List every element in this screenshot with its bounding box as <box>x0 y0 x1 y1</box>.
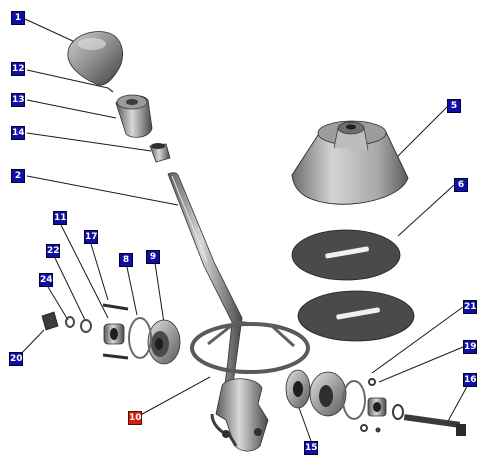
leader-19 <box>378 346 464 383</box>
gasket-upper <box>291 229 401 281</box>
leader-5 <box>395 106 448 159</box>
callout-22[interactable]: 22 <box>46 244 60 258</box>
callout-20[interactable]: 20 <box>9 352 23 366</box>
leader-10 <box>134 376 211 419</box>
right-bolt-16 <box>403 414 466 436</box>
gasket-lower <box>297 290 415 342</box>
callout-21[interactable]: 21 <box>463 300 477 314</box>
leader-15 <box>297 404 312 442</box>
left-seal-ring <box>128 317 152 359</box>
callout-11[interactable]: 11 <box>53 211 67 225</box>
leader-16 <box>446 380 471 424</box>
leader-8 <box>126 266 138 316</box>
callout-12[interactable]: 12 <box>11 62 25 76</box>
leader-11 <box>60 224 109 319</box>
right-bushing <box>367 397 387 417</box>
callout-9[interactable]: 9 <box>146 250 160 264</box>
left-cap-nut <box>41 311 59 331</box>
lower-housing <box>190 320 310 452</box>
callout-5[interactable]: 5 <box>447 99 461 113</box>
callout-8[interactable]: 8 <box>119 253 133 267</box>
leader-9 <box>154 262 165 324</box>
leader-1 <box>24 18 76 43</box>
leader-21 <box>371 306 464 374</box>
leader-6 <box>397 184 455 237</box>
callout-13[interactable]: 13 <box>11 93 25 107</box>
pin-part <box>107 87 114 93</box>
callout-15[interactable]: 15 <box>304 441 318 455</box>
left-bushing <box>103 323 125 345</box>
leader-lines <box>16 18 471 442</box>
right-seal-ring <box>342 380 366 420</box>
collar-part <box>115 94 153 138</box>
nut-part <box>149 143 171 163</box>
callout-1[interactable]: 1 <box>11 11 25 25</box>
leader-13 <box>26 99 117 119</box>
leader-2 <box>26 175 179 206</box>
right-flange <box>309 371 347 417</box>
leader-14 <box>26 132 152 152</box>
leader-17 <box>90 243 109 301</box>
callout-6[interactable]: 6 <box>454 178 468 192</box>
callout-24[interactable]: 24 <box>39 273 53 287</box>
right-bearing-15 <box>285 369 311 409</box>
left-washers <box>65 316 92 333</box>
callout-17[interactable]: 17 <box>84 230 98 244</box>
boot-part <box>291 120 409 205</box>
left-flange <box>147 319 181 365</box>
callout-16[interactable]: 16 <box>463 373 477 387</box>
shift-lever <box>167 172 243 393</box>
left-bolts <box>102 303 129 360</box>
callout-14[interactable]: 14 <box>11 126 25 140</box>
right-washers <box>360 378 404 433</box>
callout-19[interactable]: 19 <box>463 340 477 354</box>
leader-22 <box>54 257 86 321</box>
callout-2[interactable]: 2 <box>11 169 25 183</box>
leader-24 <box>47 286 69 321</box>
callout-10[interactable]: 10 <box>128 411 142 425</box>
shift-knob <box>67 31 124 86</box>
leader-12 <box>26 69 109 89</box>
